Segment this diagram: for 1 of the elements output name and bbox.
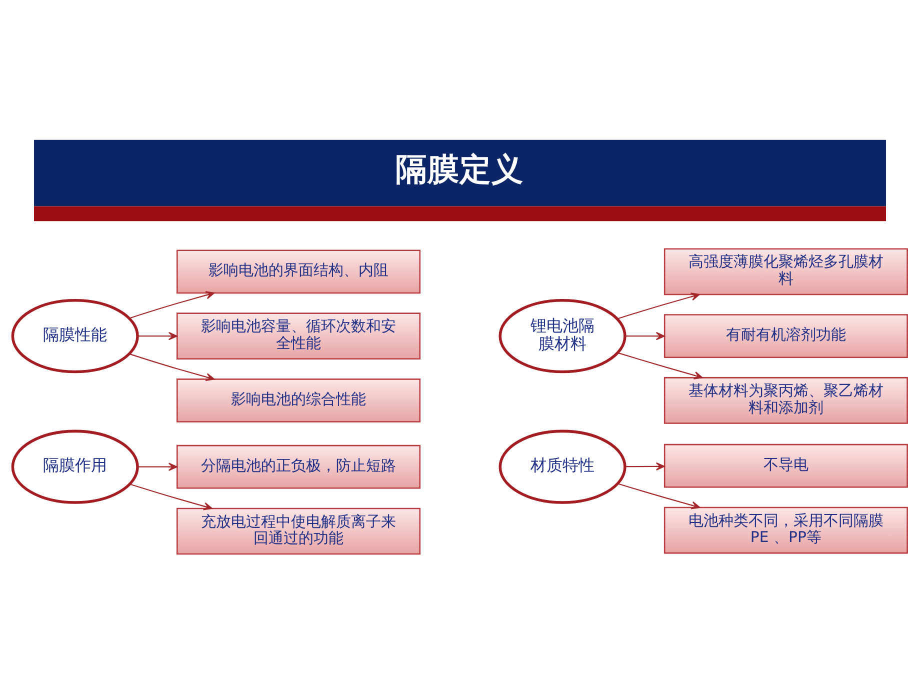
diagram-title: 隔膜定义 <box>396 152 524 188</box>
